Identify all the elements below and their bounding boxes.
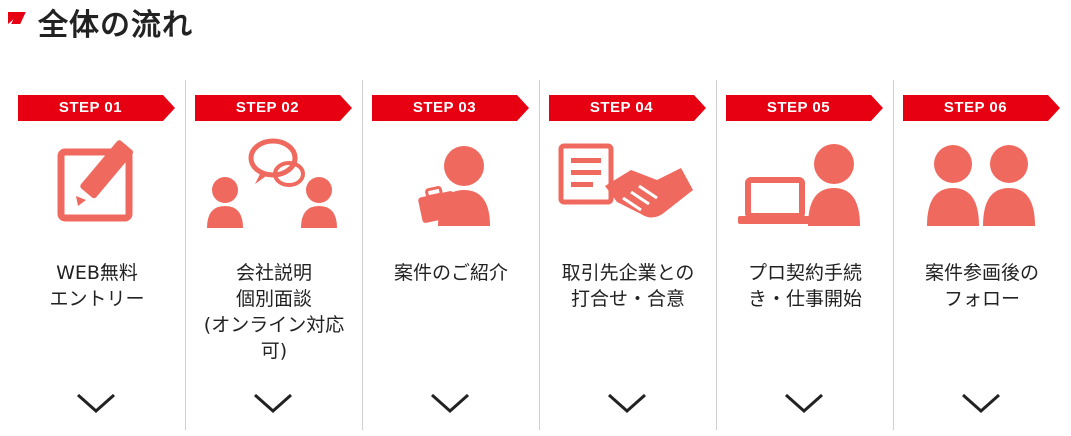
consultation-people-icon [207, 138, 337, 228]
chevron-down-icon [77, 393, 115, 414]
section-header: 全体の流れ [0, 0, 1071, 60]
step-caption: 会社説明 個別面談 (オンライン対応 可) [189, 260, 359, 364]
step-caption: 案件のご紹介 [366, 260, 536, 286]
section-title: 全体の流れ [38, 8, 193, 43]
step-badge: STEP 05 [726, 95, 883, 121]
chevron-down-icon [254, 393, 292, 414]
step-4: STEP 04 取引先企業との 打合せ・合意 [539, 80, 716, 430]
step-badge: STEP 02 [195, 95, 352, 121]
step-3: STEP 03 案件のご紹介 [362, 80, 539, 430]
caption-line: フォロー [943, 288, 1020, 310]
caption-line: 取引先企業との [561, 262, 695, 284]
two-people-icon [927, 145, 1035, 226]
step-1: STEP 01 WEB無料 エントリー [8, 80, 185, 430]
step-2: STEP 02 会社説明 個別面談 (オンライン対応 可) [185, 80, 362, 430]
step-badge-label: STEP 02 [235, 99, 300, 116]
person-with-briefcase-icon [418, 146, 490, 226]
caption-line: 会社説明 [235, 262, 312, 284]
step-divider [716, 80, 717, 430]
caption-line: 案件参画後の [924, 262, 1039, 284]
chevron-down-icon [608, 393, 646, 414]
caption-line: 個別面談 [235, 288, 312, 310]
step-badge: STEP 04 [549, 95, 706, 121]
step-badge-label: STEP 03 [412, 99, 477, 116]
flow-steps: STEP 01 WEB無料 エントリー STEP 02 [8, 80, 1071, 430]
person-with-laptop-icon [738, 144, 860, 226]
step-badge-label: STEP 01 [58, 99, 123, 116]
caption-line: WEB無料 [56, 262, 138, 284]
step-divider [893, 80, 894, 430]
chevron-down-icon [431, 393, 469, 414]
caption-line: エントリー [49, 288, 145, 310]
step-divider [362, 80, 363, 430]
step-caption: WEB無料 エントリー [12, 260, 182, 312]
step-badge-label: STEP 04 [589, 99, 654, 116]
step-badge: STEP 01 [18, 95, 175, 121]
step-caption: プロ契約手続 き・仕事開始 [720, 260, 890, 312]
caption-line: プロ契約手続 [747, 262, 862, 284]
document-handshake-icon [558, 143, 693, 218]
step-badge: STEP 03 [372, 95, 529, 121]
pen-on-paper-icon [57, 140, 134, 222]
caption-line: き・仕事開始 [747, 288, 862, 310]
step-5: STEP 05 プロ契約手続 き・仕事開始 [716, 80, 893, 430]
step-badge: STEP 06 [903, 95, 1060, 121]
step-caption: 取引先企業との 打合せ・合意 [543, 260, 713, 312]
caption-line: 可) [260, 340, 288, 362]
step-badge-label: STEP 05 [766, 99, 831, 116]
caption-line: (オンライン対応 [203, 314, 345, 336]
step-divider [185, 80, 186, 430]
caption-line: 案件のご紹介 [393, 262, 508, 284]
caption-line: 打合せ・合意 [570, 288, 685, 310]
step-badge-label: STEP 06 [943, 99, 1008, 116]
step-6: STEP 06 案件参画後の フォロー [893, 80, 1070, 430]
chevron-down-icon [962, 393, 1000, 414]
chevron-down-icon [785, 393, 823, 414]
step-divider [539, 80, 540, 430]
step-caption: 案件参画後の フォロー [897, 260, 1067, 312]
